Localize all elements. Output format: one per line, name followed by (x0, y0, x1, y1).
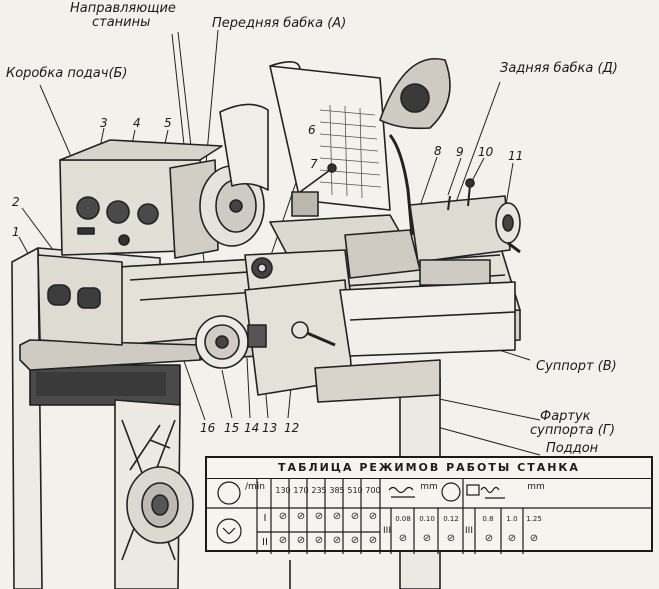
apron-drawing (195, 257, 353, 396)
speed-510: 510 (347, 486, 363, 495)
table-title: ТАБЛИЦА РЕЖИМОВ РАБОТЫ СТАНКА (207, 458, 651, 479)
lever-icon: ⊘ (350, 511, 360, 522)
pitch-1.25: 1.25 (526, 515, 542, 523)
callout-11: 11 (508, 149, 524, 163)
headstock-drawing (169, 103, 269, 259)
feed-unit: mm (420, 482, 438, 492)
apron-label-line2: суппорта (Г) (530, 423, 616, 438)
feed-0.10: 0.10 (419, 515, 435, 523)
lever-icon: ⊘ (507, 533, 517, 544)
chip-guard (269, 61, 391, 211)
row-label-I: I (263, 513, 267, 524)
pitch-1.0: 1.0 (506, 515, 518, 523)
lever-icon: ⊘ (350, 535, 360, 546)
carriage-label: Суппорт (В) (536, 359, 617, 374)
feed-box-drawing (37, 139, 223, 346)
lever-icon: ⊘ (446, 533, 456, 544)
lever-icon: ⊘ (278, 511, 288, 522)
callout-14: 14 (244, 421, 260, 435)
table-grid (205, 478, 653, 554)
callout-16: 16 (200, 421, 216, 435)
callout-1: 1 (12, 225, 20, 239)
apron-label-line1: Фартук (540, 409, 591, 424)
callout-3: 3 (100, 116, 108, 130)
thread-unit: mm (527, 482, 545, 492)
tray-drawing (314, 359, 441, 403)
lever-icon: ⊘ (332, 535, 342, 546)
lever-icon: ⊘ (398, 533, 408, 544)
feed-box-label: Коробка подач(Б) (6, 66, 128, 81)
callout-13: 13 (262, 421, 278, 435)
lever-icon: ⊘ (296, 535, 306, 546)
speed-unit: /min (244, 482, 265, 492)
callout-12: 12 (284, 421, 300, 435)
callout-5: 5 (164, 116, 172, 130)
tray-label: Поддон (546, 441, 599, 456)
speed-700: 700 (365, 486, 381, 495)
speed-385: 385 (329, 486, 345, 495)
lever-icon: ⊘ (332, 511, 342, 522)
callout-15: 15 (224, 421, 240, 435)
callout-8: 8 (434, 144, 442, 158)
lever-icon: ⊘ (278, 535, 288, 546)
tailstock-drawing (409, 178, 521, 286)
lever-icon: ⊘ (296, 511, 306, 522)
callout-4: 4 (133, 116, 141, 130)
row-label-III-thread: III (465, 526, 473, 536)
lever-icon: ⊘ (314, 511, 324, 522)
callout-6: 6 (308, 123, 316, 137)
headstock-label: Передняя бабка (А) (212, 16, 347, 31)
row-label-III-feed: III (383, 526, 391, 536)
speed-170: 170 (293, 486, 309, 495)
callout-9: 9 (456, 145, 464, 159)
lever-icon: ⊘ (368, 535, 378, 546)
lever-icon: ⊘ (314, 535, 324, 546)
tailstock-label: Задняя бабка (Д) (500, 61, 618, 76)
operating-modes-table: ТАБЛИЦА РЕЖИМОВ РАБОТЫ СТАНКА (205, 456, 653, 554)
side-guard (339, 281, 516, 357)
feed-0.08: 0.08 (395, 515, 411, 523)
guides-label-line1: Направляющие (70, 1, 176, 16)
callout-10: 10 (478, 145, 494, 159)
lever-icon: ⊘ (422, 533, 432, 544)
lamp (379, 58, 451, 236)
feed-0.12: 0.12 (443, 515, 459, 523)
lever-icon: ⊘ (529, 533, 539, 544)
guides-label-line2: станины (92, 15, 151, 30)
speed-130: 130 (275, 486, 291, 495)
row-label-II: II (262, 537, 268, 548)
speed-235: 235 (311, 486, 327, 495)
pitch-0.8: 0.8 (482, 515, 494, 523)
motor (126, 424, 194, 544)
callout-2: 2 (12, 195, 20, 209)
lever-icon: ⊘ (368, 511, 378, 522)
lever-icon: ⊘ (484, 533, 494, 544)
carriage-drawing (244, 163, 421, 299)
callout-7: 7 (310, 157, 318, 171)
